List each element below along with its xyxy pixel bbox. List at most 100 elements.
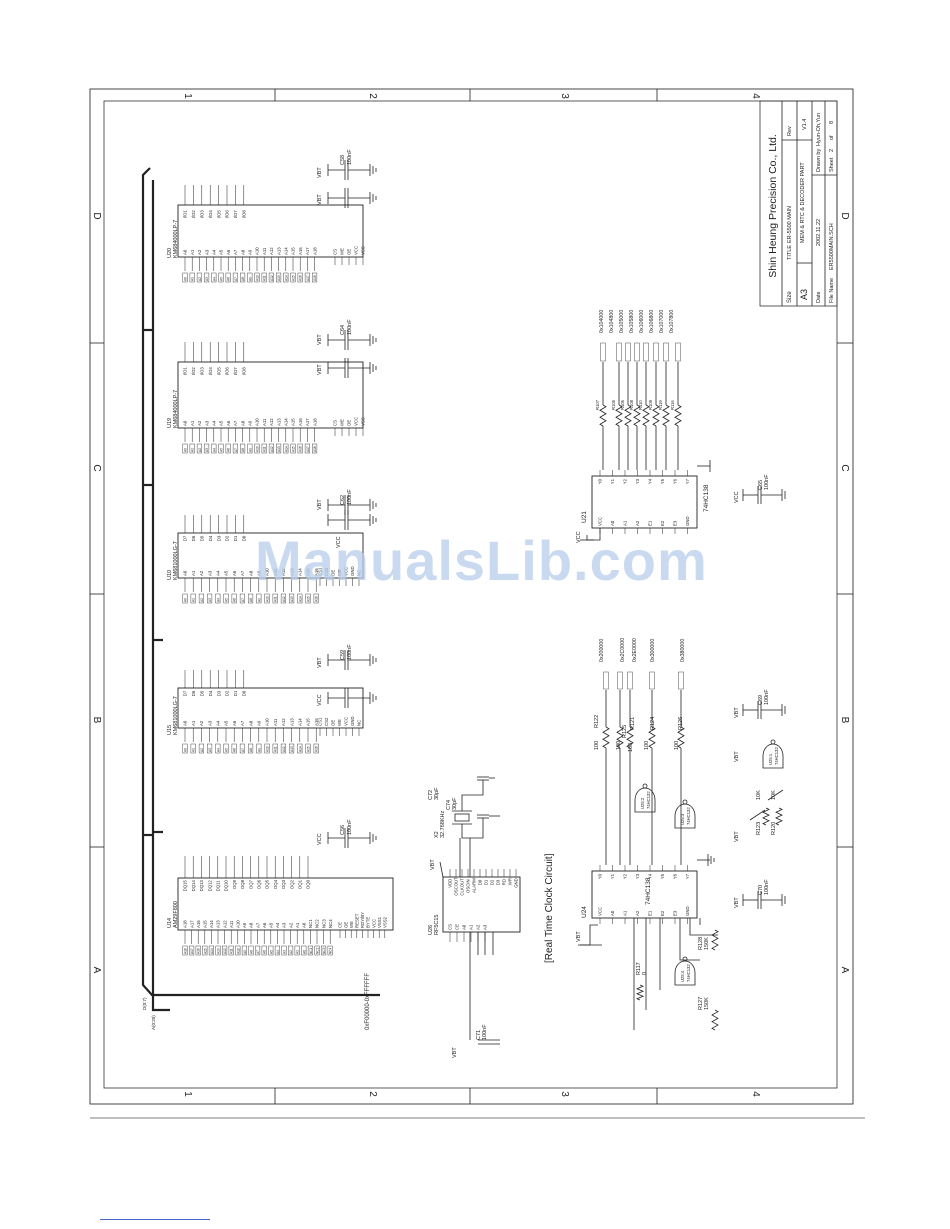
u20-left-pin-12: A12 — [269, 247, 274, 255]
u21-net-5 — [653, 342, 659, 362]
u21-r-zigzag-2 — [624, 404, 632, 427]
u14-right-pin-4: DQ11 — [216, 880, 221, 892]
u19-left-net-text-8: A8 — [241, 448, 245, 452]
u19-ref: U19 — [167, 418, 173, 428]
u25-2-ref: U25:2 — [640, 797, 645, 809]
r128-ref: R128 — [698, 937, 704, 950]
u10-right-pin-6: D1 — [233, 535, 238, 541]
u14-left-pin-20: NC2 — [315, 919, 320, 928]
u21-r-ref-0: R107 — [595, 399, 600, 410]
u24-out-net-1 — [617, 671, 623, 690]
u26-right-pin-8: D3 — [496, 879, 501, 885]
u15-left-net-text-4: A4 — [216, 748, 220, 752]
vbt-c71: VBT — [452, 1047, 458, 1058]
u25-1-body — [762, 743, 784, 769]
u20-right-pin-4: I/O5 — [216, 210, 221, 219]
u10-left-net-label-8 — [248, 593, 254, 604]
u14-ctrl-pin-5: BYTE — [366, 917, 371, 928]
u14-left-pin-2: A16 — [196, 920, 201, 928]
u24-left-pin-5: E2 — [660, 910, 665, 916]
u26-right-pin-9: RD — [502, 879, 507, 885]
u10-right-pin-3: D4 — [208, 535, 213, 541]
u15-left-net-text-12: A12 — [282, 746, 286, 752]
u10-left-pin-6: A6 — [232, 570, 237, 576]
u21-right-pin-0: Y0 — [598, 478, 603, 484]
u21-net-1 — [616, 342, 622, 362]
u14-ctrl-pin-7: VSS1 — [377, 916, 382, 928]
u19-left-net-label-8 — [240, 443, 246, 454]
u20-left-pin-1: A1 — [190, 249, 195, 255]
u19-left-pin-17: A17 — [305, 418, 310, 426]
u14-left-pin-9: A9 — [242, 922, 247, 928]
u15-ctrl-pin-1: CS2 — [324, 717, 329, 726]
u14-left-pin-10: A8 — [249, 922, 254, 928]
u14-left-net-label-4 — [208, 945, 214, 956]
u24-right-pin-3: Y3 — [635, 873, 640, 879]
u15-left-net-label-2 — [198, 743, 204, 754]
u24-left-pin-0: VCC — [598, 907, 603, 916]
u14-left-net-text-20: NC2 — [316, 947, 320, 954]
r124-zigzag — [648, 726, 656, 749]
u10-left-net-label-10 — [264, 593, 270, 604]
r121-ref: R121 — [630, 717, 636, 730]
u20-left-pin-4: A4 — [212, 249, 217, 255]
u19-left-net-label-10 — [254, 443, 260, 454]
u14-left-pin-12: A6 — [262, 922, 267, 928]
u20-right-pin-7: I/O8 — [242, 210, 247, 219]
u10-left-pin-0: A0 — [183, 570, 188, 576]
vcc-u14: VCC — [317, 833, 323, 845]
u14-right-pin-12: DQ3 — [281, 879, 286, 888]
c69-ref: C69 — [758, 695, 764, 705]
u15-left-net-label-10 — [264, 743, 270, 754]
u21-addr-0: 0x104000 — [599, 310, 605, 333]
u15-ctrl-pin-5: GND — [350, 716, 355, 726]
u14-right-pin-0: DQ15 — [183, 880, 188, 892]
u10-left-net-label-1 — [190, 593, 196, 604]
chip-bodies — [177, 204, 698, 933]
r123-ref: R123 — [756, 822, 762, 835]
u19-left-net-text-11: A11 — [263, 446, 267, 452]
u25-4-part: 74HC132 — [686, 964, 691, 982]
u19-left-pin-6: A6 — [226, 420, 231, 426]
u19-right-pin-3: I/O4 — [208, 367, 213, 376]
u10-left-pin-15: A15 — [306, 568, 311, 576]
u19-right-pin-6: I/O7 — [233, 367, 238, 376]
u20-left-net-label-8 — [240, 272, 246, 283]
u20-left-pin-16: A16 — [298, 247, 303, 255]
u14-left-pin-6: A12 — [222, 920, 227, 928]
u15-left-net-label-3 — [207, 743, 213, 754]
u21-r-zigzag-4 — [642, 404, 650, 427]
u10-left-net-text-16: A16 — [315, 596, 319, 602]
u21-right-pin-1: Y1 — [610, 478, 615, 484]
u14-left-net-label-1 — [189, 945, 195, 956]
u15-right-pin-6: D1 — [233, 690, 238, 696]
u26-right-pin-11: GND — [514, 878, 519, 888]
u10-body — [177, 532, 364, 579]
u20-left-pin-18: A18 — [312, 247, 317, 255]
u24-right-pin-7: Y7 — [685, 873, 690, 879]
u24-part: 74HC138 — [645, 877, 652, 905]
u14-right-pin-6: DQ9 — [232, 879, 237, 888]
u19-left-net-label-15 — [290, 443, 296, 454]
u10-left-pin-7: A7 — [240, 570, 245, 576]
u10-left-net-text-3: A3 — [208, 598, 212, 602]
u20-left-net-text-17: A17 — [306, 275, 310, 281]
u14-left-pin-0: A18 — [183, 920, 188, 928]
u14-ctrl-pin-8: VSS2 — [383, 916, 388, 928]
u20-left-net-text-8: A8 — [241, 277, 245, 281]
u20-right-pin-0: I/O1 — [183, 210, 188, 219]
u20-left-net-label-7 — [232, 272, 238, 283]
u19-left-pin-5: A5 — [219, 420, 224, 426]
u19-left-net-label-14 — [283, 443, 289, 454]
u15-left-net-text-14: A14 — [298, 746, 302, 752]
u25-1-ref: U25:1 — [768, 753, 773, 765]
u10-left-net-text-2: A2 — [200, 598, 204, 602]
u21-body — [591, 475, 698, 529]
c56-ref: C56 — [340, 825, 346, 835]
u14-left-net-text-14: A4 — [276, 950, 280, 954]
vbt-u10: VBT — [317, 499, 323, 510]
u21-right-pin-4: Y4 — [648, 478, 653, 484]
u19-left-net-label-0 — [182, 443, 188, 454]
